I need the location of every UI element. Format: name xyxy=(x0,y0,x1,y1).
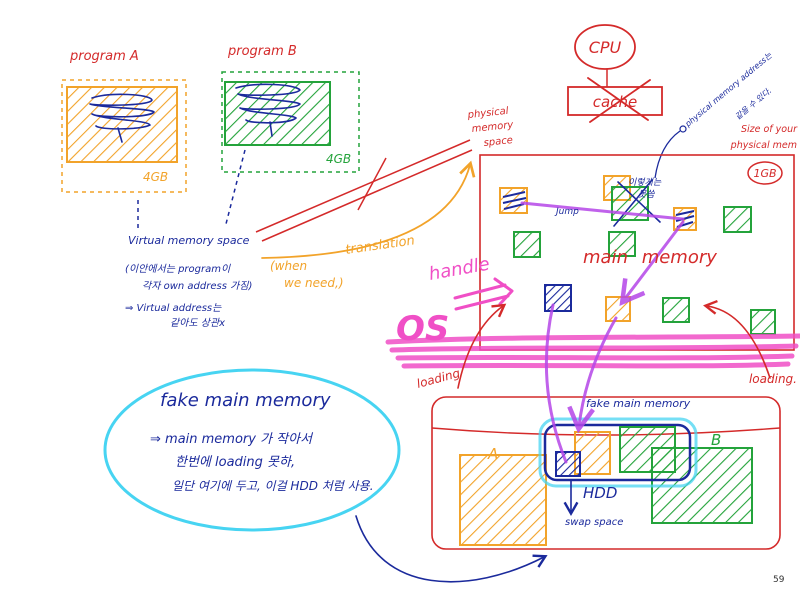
program-b-mapping-line xyxy=(225,149,246,225)
program-a-scribble xyxy=(89,93,155,143)
os-layer-band xyxy=(385,333,800,369)
translation-when: (when xyxy=(270,259,307,273)
translation-need: we need,) xyxy=(284,276,344,290)
fake-memory-note-bubble xyxy=(103,368,401,532)
os-handle-label: handle xyxy=(427,254,491,285)
unusable-note-line2: 못씀 xyxy=(638,189,655,200)
fake-memory-note-title: fake main memory xyxy=(160,390,331,411)
unusable-note-line1: 이렇게는 xyxy=(628,177,662,188)
physical-size-line2: physical mem xyxy=(730,140,797,151)
physical-size-value: 1GB xyxy=(753,167,776,180)
loading-left-label: loading xyxy=(415,366,462,391)
swap-region-highlight xyxy=(538,417,698,488)
program-a-dashed-outline xyxy=(61,79,187,193)
cpu-circle xyxy=(574,24,636,70)
swap-out-path xyxy=(544,303,568,464)
memory-block xyxy=(750,309,776,335)
physical-size-line1: Size of your xyxy=(741,124,798,135)
memory-block xyxy=(662,297,690,323)
disk-program-b-label: B xyxy=(711,431,721,449)
program-a-size: 4GB xyxy=(143,170,168,184)
cache-box xyxy=(567,86,663,116)
address-note-marker xyxy=(679,125,687,133)
loading-arrow-left xyxy=(457,303,507,389)
program-a-code-block xyxy=(66,86,178,163)
translation-label: translation xyxy=(344,233,415,258)
disk-program-a-label: A xyxy=(487,445,498,463)
disk-box xyxy=(431,396,781,550)
loading-right-label: loading. xyxy=(749,372,797,386)
disk-title: fake main memory xyxy=(586,397,691,410)
main-memory-blocks xyxy=(499,175,776,335)
virtual-memory-note-line1: (이안에서는 program이 xyxy=(125,263,231,275)
program-a-label: program A xyxy=(69,49,139,64)
swap-block xyxy=(619,426,676,473)
jump-line xyxy=(520,201,685,221)
virtual-memory-title: Virtual memory space xyxy=(128,234,250,247)
fake-memory-note-line3: 일단 여기에 두고, 이걸 HDD 처럼 사용. xyxy=(172,479,374,493)
fake-memory-note-line2: 한번에 loading 못하, xyxy=(175,455,295,470)
address-note-pointer xyxy=(654,130,681,179)
memory-block xyxy=(544,284,572,312)
memory-block xyxy=(723,206,752,233)
program-b-label: program B xyxy=(227,44,297,59)
translation-arrow xyxy=(261,160,476,259)
program-b-box: 4GB xyxy=(221,71,360,173)
cpu: CPU xyxy=(574,24,636,70)
swap-block xyxy=(555,451,581,477)
memory-block xyxy=(608,231,636,257)
program-b-scribble xyxy=(235,83,301,137)
page-number: 59 xyxy=(773,575,785,585)
address-note-line1: physical memory address는 xyxy=(683,50,775,129)
virtual-memory-note-line3: ⇒ Virtual address는 xyxy=(125,303,222,314)
fake-memory-note-line1: ⇒ main memory 가 작아서 xyxy=(150,432,314,447)
program-b-code-block xyxy=(224,81,331,146)
program-b-size: 4GB xyxy=(326,152,351,166)
main-memory-title: main memory xyxy=(583,247,717,268)
physical-size-circle xyxy=(747,161,783,185)
memory-block xyxy=(513,231,541,258)
physical-space-line2: memory xyxy=(471,120,515,135)
cache-cross-out xyxy=(587,77,651,123)
swap-region xyxy=(543,423,692,482)
memory-block-scribble xyxy=(502,191,527,210)
program-a-box: 4GB xyxy=(61,79,187,193)
loading-arrow-right xyxy=(703,299,771,379)
disk-program-a-block xyxy=(459,454,547,546)
fake-memory-pointer-arrow xyxy=(355,515,548,583)
address-note-line2: 같을 수 있다. xyxy=(734,86,774,121)
virtual-memory-note-line4: 같아도 상관x xyxy=(170,317,225,329)
cpu-label: CPU xyxy=(589,38,622,57)
swap-in-path xyxy=(567,316,618,434)
jump-label: Jump xyxy=(554,207,579,217)
program-b-dashed-outline xyxy=(221,71,360,173)
memory-block xyxy=(605,296,631,322)
virtual-memory-note-line2: 각자 own address 가짐) xyxy=(142,280,252,292)
physical-space-line1: physical xyxy=(466,106,509,121)
swap-space-label: swap space xyxy=(565,517,623,528)
hdd-label: HDD xyxy=(583,484,617,502)
os-handle-arrow xyxy=(453,277,514,311)
virtual-to-physical-lines xyxy=(255,139,473,242)
physical-space-line3: space xyxy=(483,135,513,149)
cache: cache xyxy=(567,77,663,123)
jump-arrow xyxy=(619,220,685,307)
